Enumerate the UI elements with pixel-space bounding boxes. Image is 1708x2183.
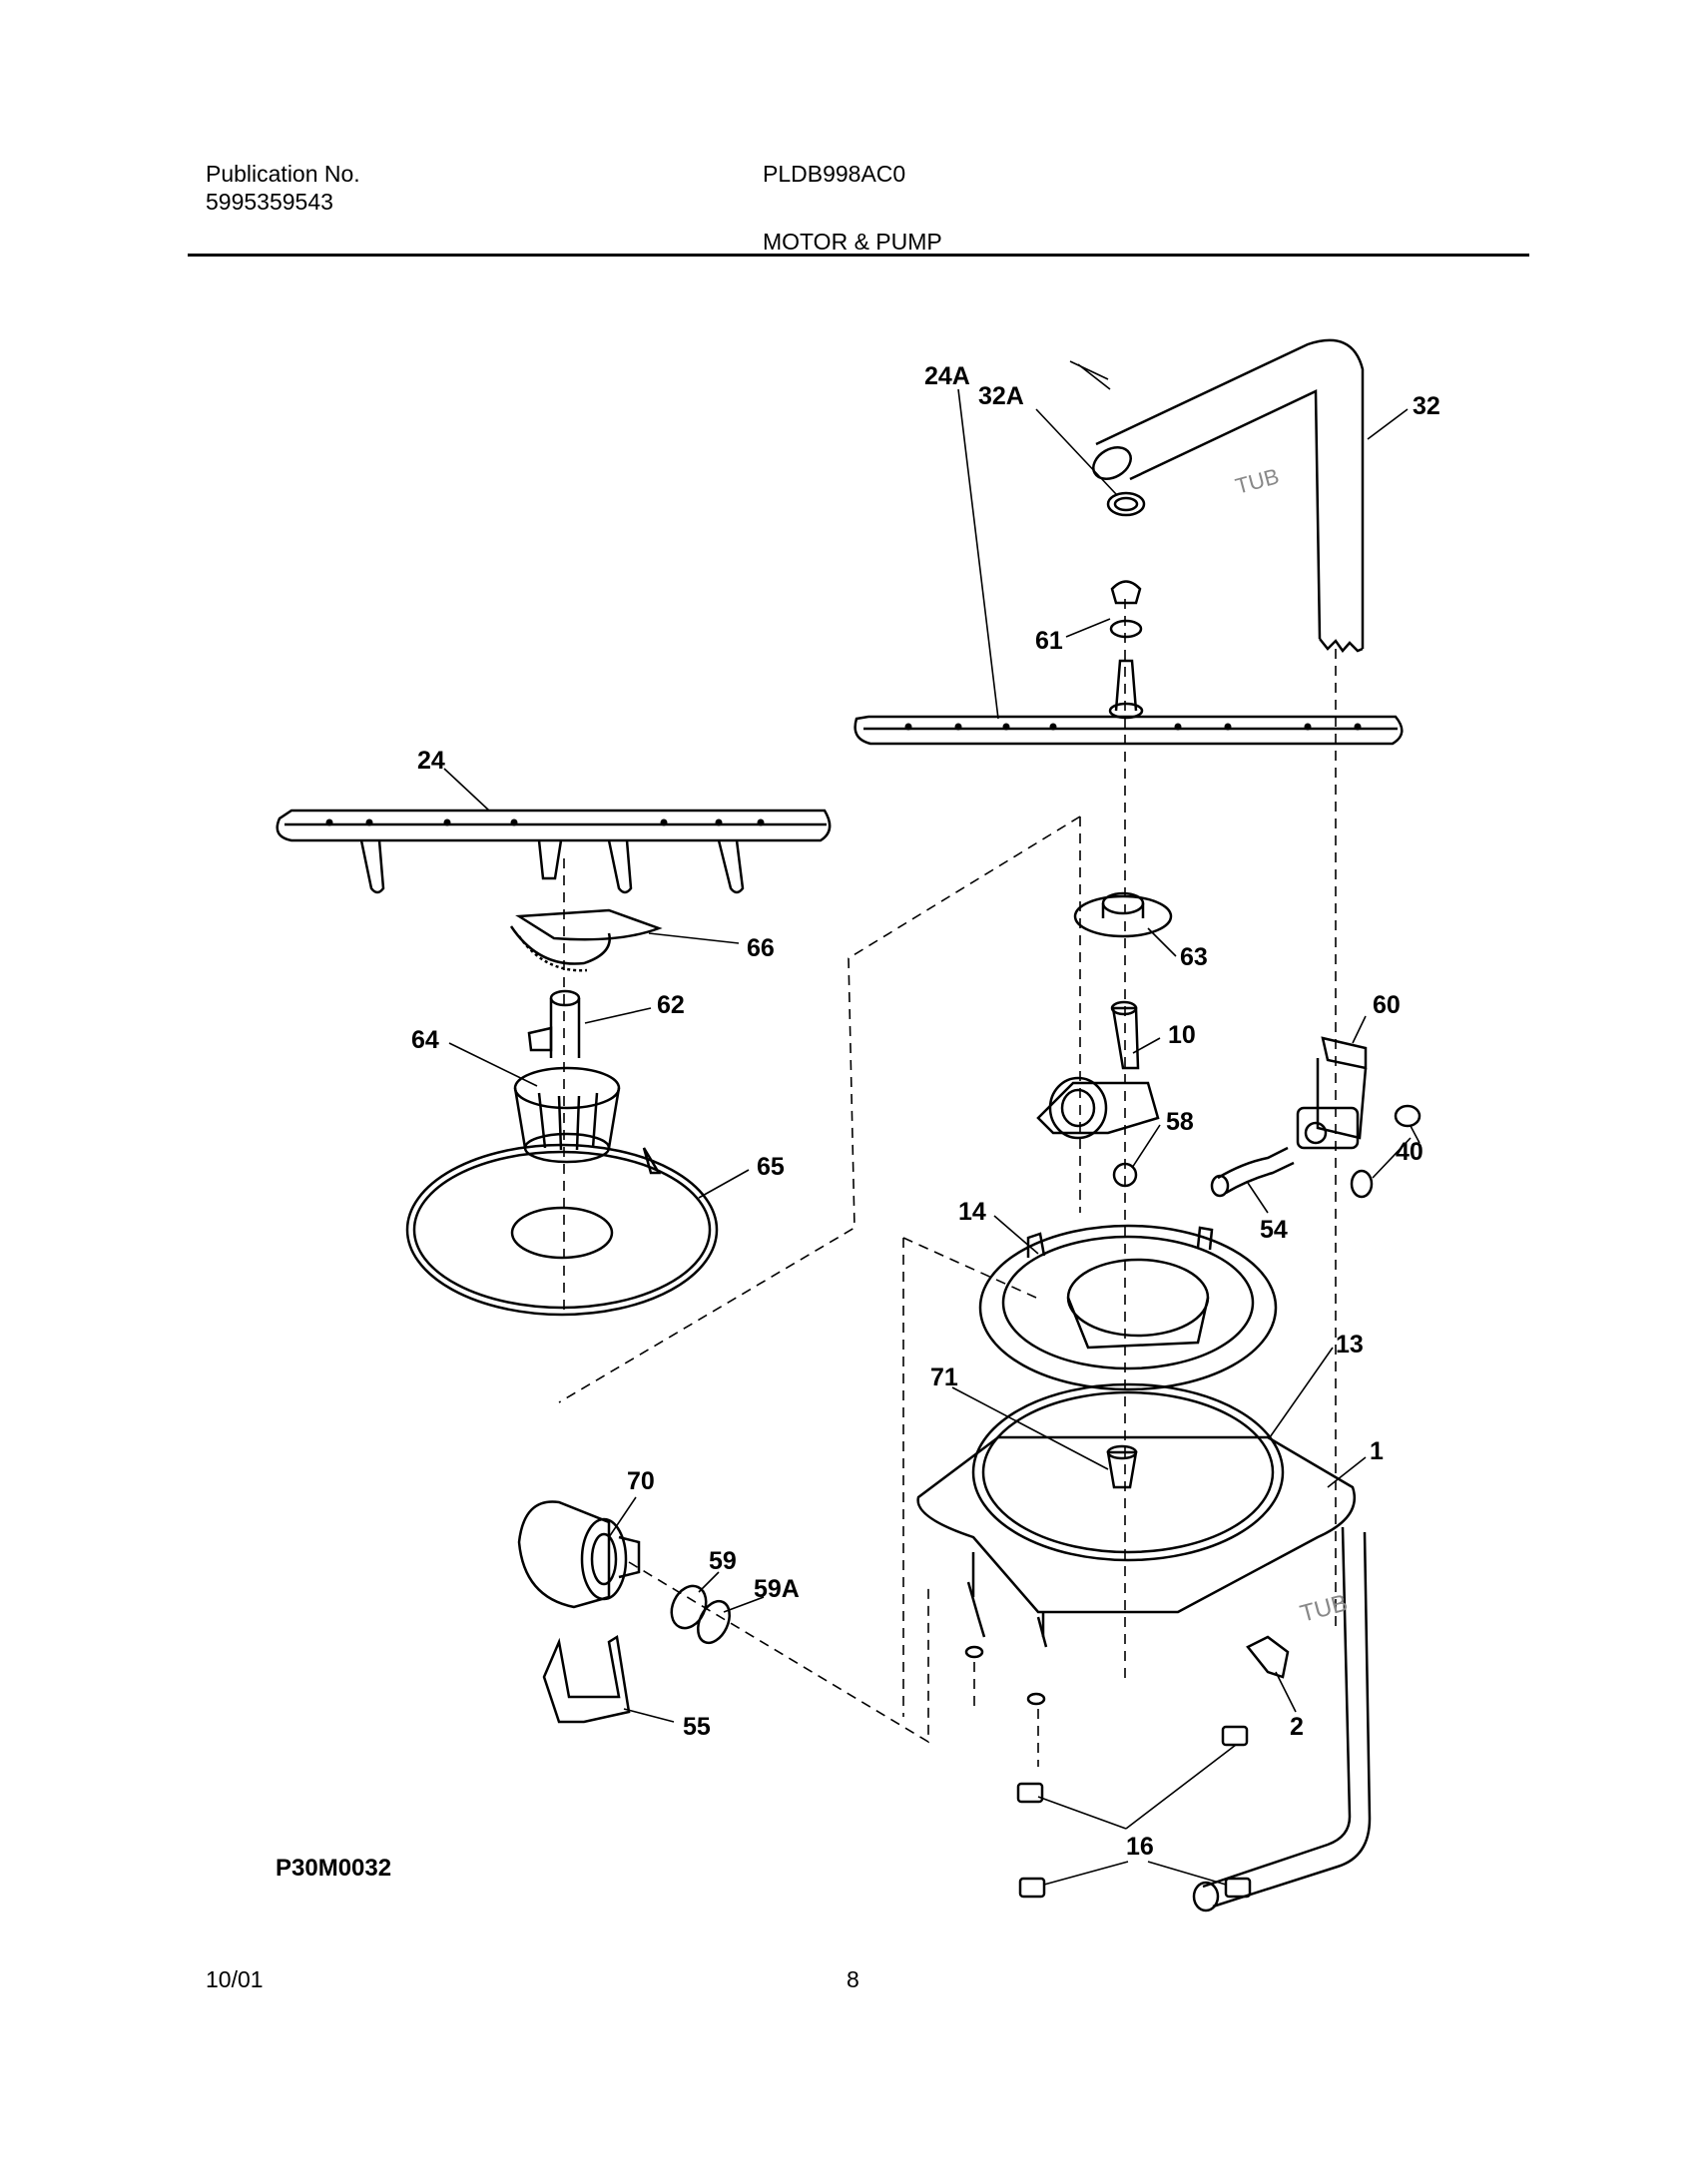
part-55-motor-bracket bbox=[542, 1634, 631, 1724]
assembly-lines bbox=[558, 599, 1337, 1767]
footer-date: 10/01 bbox=[206, 1966, 264, 1992]
header-rule bbox=[188, 254, 1529, 257]
section-title: MOTOR & PUMP bbox=[763, 229, 942, 255]
part-32-lower-tube bbox=[1192, 1526, 1372, 1912]
callout-32: 32 bbox=[1413, 392, 1440, 420]
callout-59a: 59A bbox=[754, 1575, 800, 1603]
part-70-motor bbox=[517, 1500, 641, 1609]
part-10-pump-housing bbox=[1036, 1000, 1160, 1140]
callout-63: 63 bbox=[1180, 943, 1208, 971]
part-32-tube bbox=[1092, 338, 1365, 654]
part-54-hose bbox=[1210, 1146, 1295, 1198]
part-2-bracket bbox=[1246, 1635, 1290, 1679]
callout-14: 14 bbox=[958, 1198, 986, 1226]
tub-stamp-upper: TUB bbox=[1233, 463, 1282, 499]
leader-lines bbox=[443, 360, 1421, 1886]
page-number: 8 bbox=[847, 1966, 859, 1992]
part-59-o-rings bbox=[670, 1584, 731, 1645]
callout-13: 13 bbox=[1336, 1331, 1364, 1359]
callout-62: 62 bbox=[657, 991, 685, 1019]
part-24a-spray-arm bbox=[854, 659, 1404, 746]
part-61-cap bbox=[1109, 580, 1143, 639]
callout-1: 1 bbox=[1370, 1437, 1384, 1465]
callout-61: 61 bbox=[1035, 627, 1063, 655]
part-63-hub bbox=[1073, 891, 1173, 938]
part-62-tube bbox=[527, 989, 581, 1058]
part-24-spray-arm bbox=[276, 809, 832, 894]
callout-55: 55 bbox=[683, 1713, 711, 1741]
callout-64: 64 bbox=[411, 1026, 439, 1054]
part-32a-gasket bbox=[1106, 491, 1146, 517]
tub-stamp-lower: TUB bbox=[1298, 1589, 1351, 1628]
callout-40: 40 bbox=[1396, 1138, 1423, 1166]
callout-70: 70 bbox=[627, 1467, 655, 1495]
part-71-impeller bbox=[1106, 1444, 1138, 1489]
callout-24: 24 bbox=[417, 747, 445, 775]
callout-32a: 32A bbox=[978, 382, 1024, 410]
part-40-clamps bbox=[1350, 1104, 1422, 1199]
callout-66: 66 bbox=[747, 934, 775, 962]
part-65-filter-screen bbox=[405, 1143, 719, 1317]
callout-16: 16 bbox=[1126, 1833, 1154, 1861]
model-number: PLDB998AC0 bbox=[763, 161, 906, 187]
callout-65: 65 bbox=[757, 1153, 785, 1181]
part-13-gasket bbox=[971, 1382, 1285, 1562]
callout-2: 2 bbox=[1290, 1713, 1304, 1741]
part-16-clips bbox=[1016, 1725, 1252, 1899]
callout-10: 10 bbox=[1168, 1021, 1196, 1049]
callout-59: 59 bbox=[709, 1547, 737, 1575]
callout-71: 71 bbox=[930, 1364, 958, 1391]
part-66-coarse-strainer bbox=[509, 908, 663, 972]
callout-60: 60 bbox=[1373, 991, 1401, 1019]
part-14-sump bbox=[978, 1224, 1278, 1391]
part-60-water-valve bbox=[1296, 1036, 1368, 1150]
publication-number: 5995359543 bbox=[206, 189, 333, 215]
callout-58: 58 bbox=[1166, 1108, 1194, 1136]
callout-54: 54 bbox=[1260, 1216, 1288, 1244]
part-1-terminals bbox=[964, 1581, 1048, 1706]
callout-24a: 24A bbox=[924, 362, 970, 390]
figure-code: P30M0032 bbox=[276, 1855, 392, 1882]
publication-label: Publication No. bbox=[206, 161, 360, 187]
